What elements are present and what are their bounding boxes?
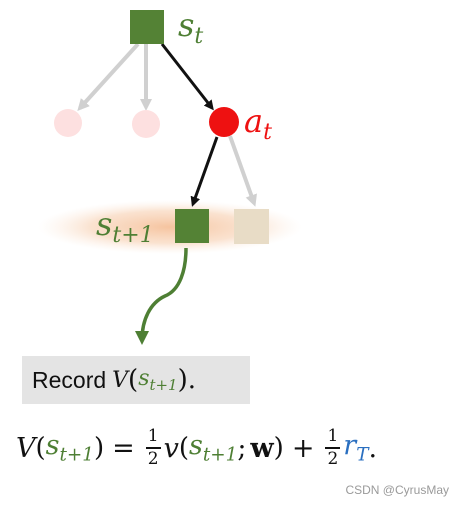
record-close-paren: ).	[177, 365, 196, 395]
root-state-node	[130, 10, 164, 44]
eq-v-state: st+1	[189, 430, 238, 466]
td-target-equation: V ( st+1 ) = 1 2 v ( st+1 ; w ) + 1 2 rT…	[16, 418, 377, 478]
record-open-paren: (	[128, 365, 139, 395]
watermark: CSDN @CyrusMay	[345, 483, 449, 497]
arrow-state-to-action	[160, 43, 214, 111]
eq-plus: +	[291, 432, 315, 464]
eq-v-separator: ;	[237, 432, 247, 464]
eq-v-close: )	[273, 433, 284, 463]
search-tree-diagram: st at st+1	[38, 6, 302, 345]
eq-lhs-close: )	[93, 433, 105, 463]
faded-arrow-right-child	[228, 135, 257, 207]
record-state: st+1	[138, 365, 178, 395]
green-curved-arrow	[135, 247, 188, 345]
eq-lhs-func: V	[16, 432, 36, 464]
arrow-action-to-next-state	[190, 136, 219, 207]
eq-v-open: (	[178, 433, 189, 463]
faded-state-node	[234, 209, 269, 244]
eq-lhs-open: (	[35, 433, 46, 463]
record-box: Record V ( st+1 ).	[22, 356, 250, 404]
action-node	[209, 107, 239, 137]
eq-equals: =	[112, 432, 135, 464]
eq-weight: w	[250, 432, 274, 464]
eq-reward: rT	[343, 430, 369, 466]
eq-end: .	[368, 432, 378, 464]
record-word: Record	[32, 366, 107, 393]
eq-fraction-2: 1 2	[325, 426, 341, 469]
record-func: V	[112, 367, 129, 393]
next-state-label: st+1	[96, 205, 154, 248]
action-label: at	[244, 102, 272, 145]
faded-arrow-left	[77, 42, 140, 111]
next-state-node	[175, 209, 209, 243]
eq-v-func: v	[163, 432, 179, 464]
faded-action-node-middle	[132, 110, 160, 138]
eq-lhs-state: st+1	[45, 430, 94, 466]
eq-fraction-1: 1 2	[145, 426, 161, 469]
faded-action-node-left	[54, 109, 82, 137]
root-state-label: st	[178, 6, 203, 49]
